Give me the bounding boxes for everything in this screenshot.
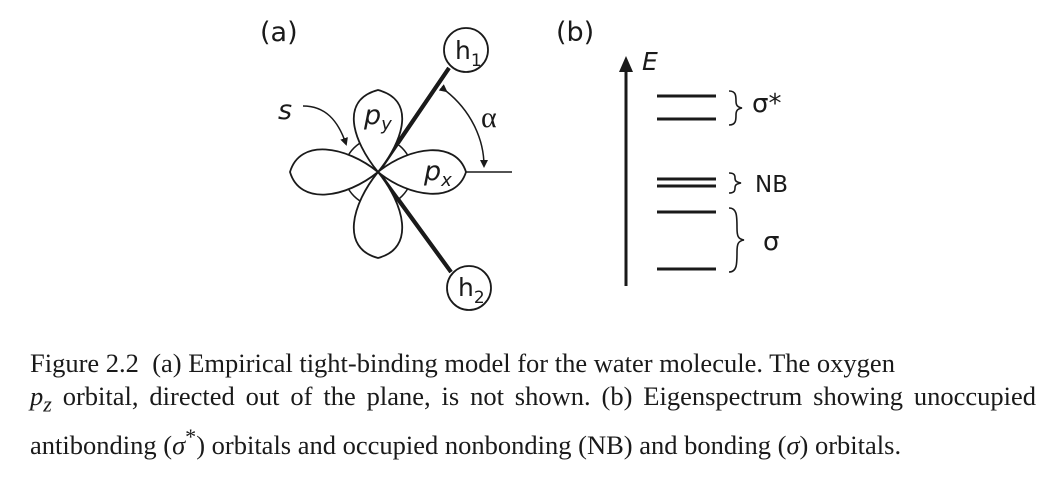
brace-sigma bbox=[728, 207, 745, 273]
panel-a-tag: (a) bbox=[260, 17, 298, 48]
h1-sub: 1 bbox=[471, 51, 482, 71]
s-label: s bbox=[278, 95, 292, 126]
bond-h1-overlay bbox=[396, 66, 451, 145]
caption-pz-sub: z bbox=[43, 391, 52, 417]
h2-base: h bbox=[458, 273, 474, 302]
px-lobe-left bbox=[289, 148, 380, 196]
caption-figure-number: Figure 2.2 bbox=[30, 348, 139, 378]
px-label: px bbox=[423, 156, 452, 191]
energy-axis-label: E bbox=[642, 47, 658, 76]
orbital-figure: (a) h1 h2 py px s α (b) bbox=[260, 17, 788, 311]
figure-caption: Figure 2.2 (a) Empirical tight-binding m… bbox=[30, 347, 1036, 462]
px-sub: x bbox=[440, 170, 452, 191]
h2-atom bbox=[446, 265, 492, 311]
nb-label: NB bbox=[755, 172, 788, 198]
h1-label: h1 bbox=[455, 36, 482, 71]
caption-part-b: orbital, directed out of the plane, is n… bbox=[30, 381, 1036, 461]
py-sub: y bbox=[380, 114, 392, 135]
energy-axis-arrowhead bbox=[619, 56, 633, 72]
bond-h2-overlay bbox=[396, 197, 453, 274]
caption-sigma-symbol: σ bbox=[786, 430, 800, 461]
caption-sigma-star-symbol: σ bbox=[172, 430, 186, 461]
py-lobe-lower bbox=[353, 170, 403, 259]
brace-nb bbox=[728, 172, 742, 194]
caption-part-c: ) orbitals and occupied nonbonding (NB) … bbox=[196, 430, 787, 461]
alpha-label: α bbox=[481, 101, 497, 134]
s-pointer-arrow bbox=[302, 105, 348, 146]
py-base: p bbox=[363, 100, 381, 131]
sigma-star-label: σ* bbox=[752, 89, 781, 119]
h1-base: h bbox=[455, 36, 471, 65]
caption-star: * bbox=[185, 424, 197, 450]
h2-label: h2 bbox=[458, 273, 485, 308]
panel-a: (a) h1 h2 py px s α bbox=[260, 17, 512, 311]
caption-part-a: (a) Empirical tight-binding model for th… bbox=[152, 348, 895, 378]
panel-b: (b) E σ* NB σ bbox=[556, 17, 788, 286]
panel-b-tag: (b) bbox=[556, 17, 594, 48]
h1-atom bbox=[443, 27, 489, 73]
h2-sub: 2 bbox=[474, 288, 485, 308]
px-base: p bbox=[423, 156, 441, 187]
alpha-arc bbox=[438, 84, 488, 168]
brace-sigma-star bbox=[728, 90, 743, 126]
py-label: py bbox=[363, 100, 392, 135]
caption-part-d: ) orbitals. bbox=[799, 430, 902, 461]
caption-pz-base: p bbox=[30, 381, 44, 411]
sigma-label: σ bbox=[763, 227, 779, 257]
